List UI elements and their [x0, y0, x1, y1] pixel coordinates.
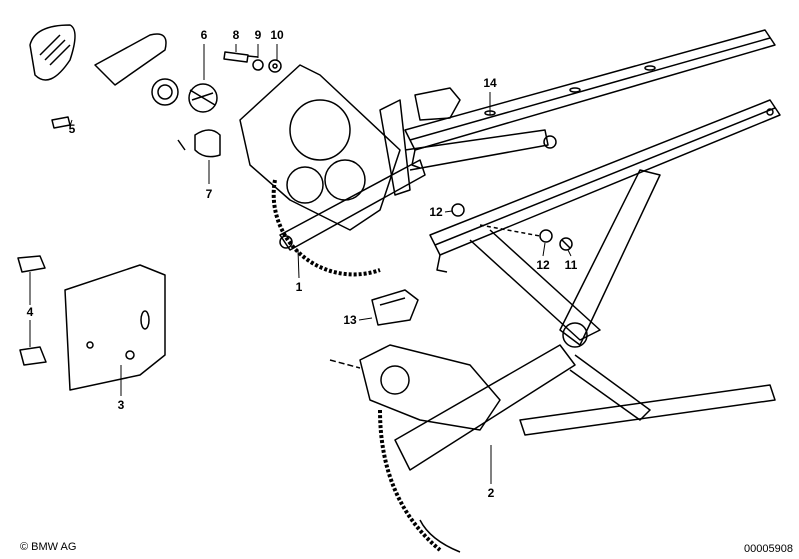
nuts-and-washers: [451, 203, 573, 251]
bolt-and-washers: [223, 51, 282, 73]
callout-11: 11: [564, 258, 578, 272]
callout-12-upper: 12: [429, 205, 443, 219]
copyright: © BMW AG: [20, 541, 77, 553]
window-crank-handle: [29, 24, 218, 129]
callout-12-lower: 12: [536, 258, 550, 272]
callout-14: 14: [483, 76, 497, 90]
regulator-assembly: [329, 169, 776, 553]
callout-2: 2: [487, 486, 495, 500]
callout-6: 6: [200, 28, 208, 42]
callout-3: 3: [117, 398, 125, 412]
lower-guide-rail: [429, 99, 781, 273]
clip-14: [414, 87, 461, 121]
callout-10: 10: [270, 28, 284, 42]
diagram-id: 00005908: [744, 543, 793, 555]
callout-1: 1: [295, 280, 303, 294]
callout-4: 4: [26, 305, 34, 319]
callout-13: 13: [343, 313, 357, 327]
upper-guide-rail: [404, 29, 776, 169]
callout-7: 7: [205, 187, 213, 201]
leader-lines: [29, 44, 572, 484]
clip-13: [371, 289, 419, 326]
callout-8: 8: [232, 28, 240, 42]
regulator-mechanism: [177, 64, 557, 277]
callout-5: 5: [68, 122, 76, 136]
callout-9: 9: [254, 28, 262, 42]
mounting-bracket: [17, 255, 166, 391]
